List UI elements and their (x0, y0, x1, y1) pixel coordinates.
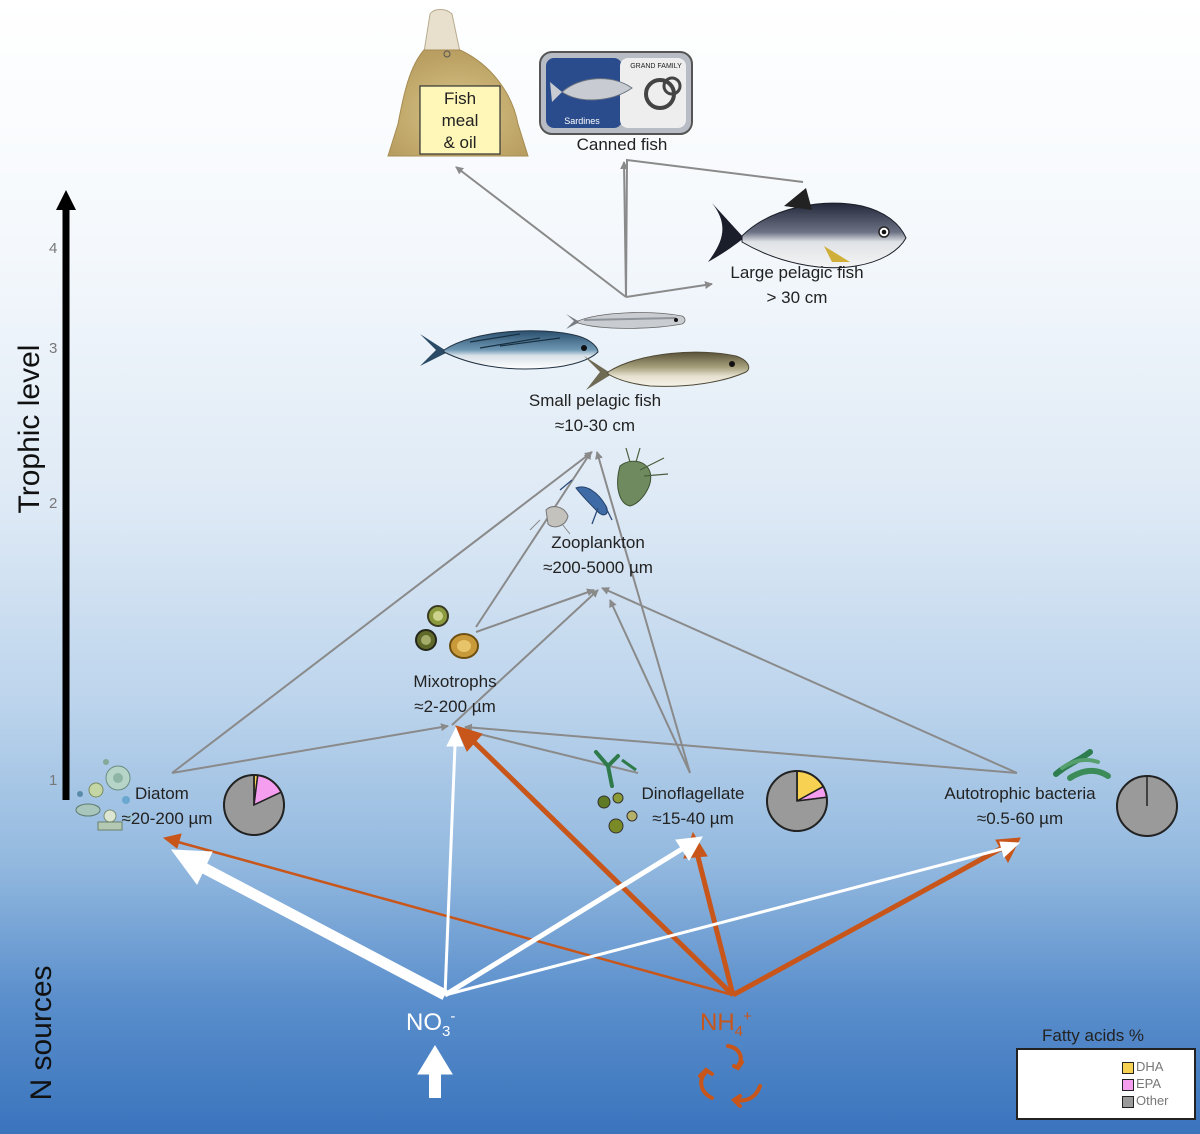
dinoflagellate-size: ≈15-40 µm (652, 809, 734, 828)
autotrophic-bacteria-size: ≈0.5-60 µm (976, 809, 1064, 828)
fish-meal-line-3: & oil (443, 133, 477, 152)
legend-label-other: Other (1136, 1093, 1169, 1108)
diatom-name: Diatom (135, 784, 189, 803)
small-pelagic-name: Small pelagic fish (528, 391, 662, 410)
nitrate-label: NO3- (406, 1008, 455, 1040)
dinoflagellate-image (594, 750, 638, 834)
mackerel-image (420, 330, 599, 370)
mixotrophs-name: Mixotrophs (413, 672, 497, 691)
legend-swatch-other (1122, 1096, 1134, 1108)
small-pelagic-fish-label: Small pelagic fish ≈10-30 cm (505, 388, 685, 438)
dinoflagellate-pie-outline (766, 770, 828, 832)
trophic-tick-4: 4 (49, 240, 58, 257)
dinoflagellate-label: Dinoflagellate ≈15-40 µm (628, 781, 758, 831)
nitrate-base: NO (406, 1009, 442, 1036)
trophic-tick-1: 1 (49, 772, 58, 789)
sardine-image (584, 351, 750, 390)
autotrophic-bacteria-pie-outline (1116, 775, 1178, 837)
legend-swatch-dha (1122, 1062, 1134, 1074)
tuna-image (708, 188, 907, 269)
food-web-arrows (171, 158, 1018, 774)
diatom-label: Diatom ≈20-200 µm (105, 781, 229, 831)
diatom-fatty-acid-pie (223, 774, 285, 836)
legend-title: Fatty acids % (1042, 1026, 1145, 1045)
large-pelagic-fish-label: Large pelagic fish > 30 cm (707, 260, 887, 310)
legend-box (1016, 1048, 1196, 1120)
can-brand-text: GRAND FAMILY (630, 63, 682, 70)
small-pelagic-size: ≈10-30 cm (554, 416, 636, 435)
legend-label-dha: DHA (1136, 1059, 1164, 1074)
fish-meal-line-2: meal (441, 111, 479, 130)
trophic-level-axis-title: Trophic level (13, 344, 46, 514)
legend-label-epa: EPA (1136, 1076, 1162, 1091)
large-pelagic-name: Large pelagic fish (730, 263, 864, 282)
canned-fish-label: Canned fish (576, 135, 668, 154)
fish-meal-label-box (419, 85, 501, 155)
mixotrophs-image (415, 605, 479, 659)
ammonium-label: NH4+ (700, 1008, 752, 1040)
ammonium-arrows (162, 725, 1021, 998)
can-name-text: Sardines (564, 116, 600, 126)
fish-meal-label: Fish meal & oil (420, 88, 500, 154)
autotrophic-bacteria-fatty-acid-pie (1116, 775, 1178, 837)
legend-swatch-epa (1122, 1079, 1134, 1091)
dinoflagellate-fatty-acid-pie (766, 770, 828, 832)
fish-meal-line-1: Fish (443, 89, 477, 108)
zooplankton-name: Zooplankton (551, 533, 645, 552)
trophic-tick-3: 3 (49, 340, 58, 357)
nitrate-sub: 3 (442, 1022, 451, 1040)
diatom-image (75, 759, 134, 831)
mixotrophs-size: ≈2-200 µm (414, 697, 496, 716)
zooplankton-size: ≈200-5000 µm (543, 558, 653, 577)
n-sources-title: N sources (25, 965, 58, 1101)
nitrate-sup: - (450, 1008, 456, 1025)
zooplankton-image (529, 447, 669, 535)
trophic-tick-2: 2 (49, 495, 58, 512)
diatom-size: ≈20-200 µm (121, 809, 213, 828)
autotrophic-bacteria-image (1053, 749, 1111, 781)
autotrophic-bacteria-label: Autotrophic bacteria ≈0.5-60 µm (925, 781, 1115, 831)
recycle-icon (698, 1044, 762, 1108)
autotrophic-bacteria-name: Autotrophic bacteria (944, 784, 1096, 803)
dinoflagellate-name: Dinoflagellate (641, 784, 745, 803)
zooplankton-label: Zooplankton ≈200-5000 µm (518, 530, 678, 580)
nitrate-arrows (170, 726, 1021, 1098)
ammonium-sup: + (743, 1008, 752, 1025)
large-pelagic-size: > 30 cm (766, 288, 828, 307)
anchovy-image (566, 312, 686, 329)
mixotrophs-label: Mixotrophs ≈2-200 µm (385, 669, 525, 719)
ammonium-sub: 4 (734, 1022, 744, 1040)
diatom-pie-outline (223, 774, 285, 836)
sardine-can-image: GRAND FAMILY Sardines (539, 51, 693, 135)
ammonium-base: NH (700, 1009, 735, 1036)
